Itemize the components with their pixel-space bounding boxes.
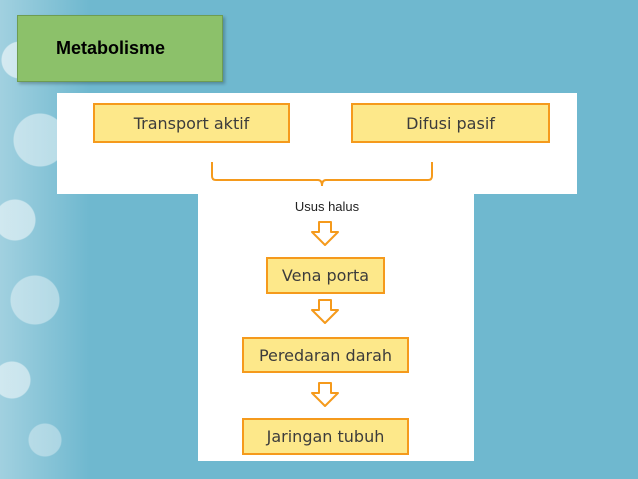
down-arrow-icon (311, 382, 339, 407)
box-transport-aktif: Transport aktif (93, 103, 290, 143)
slide-title: Metabolisme (56, 38, 166, 58)
down-arrow-icon (311, 299, 339, 324)
box-label: Transport aktif (133, 113, 250, 133)
down-arrow-icon (311, 221, 339, 246)
box-label: Difusi pasif (406, 113, 495, 133)
box-peredaran-darah: Peredaran darah (242, 337, 409, 373)
box-difusi-pasif: Difusi pasif (351, 103, 550, 143)
box-vena-porta: Vena porta (266, 257, 385, 294)
merge-bracket (211, 162, 433, 187)
diagram-panel-main (198, 193, 474, 461)
box-label: Peredaran darah (258, 345, 393, 365)
box-label: Vena porta (281, 266, 370, 285)
box-jaringan-tubuh: Jaringan tubuh (242, 418, 409, 455)
label-usus-halus: Usus halus (294, 199, 360, 214)
box-label: Jaringan tubuh (266, 427, 385, 446)
title-box: Metabolisme (17, 15, 223, 82)
